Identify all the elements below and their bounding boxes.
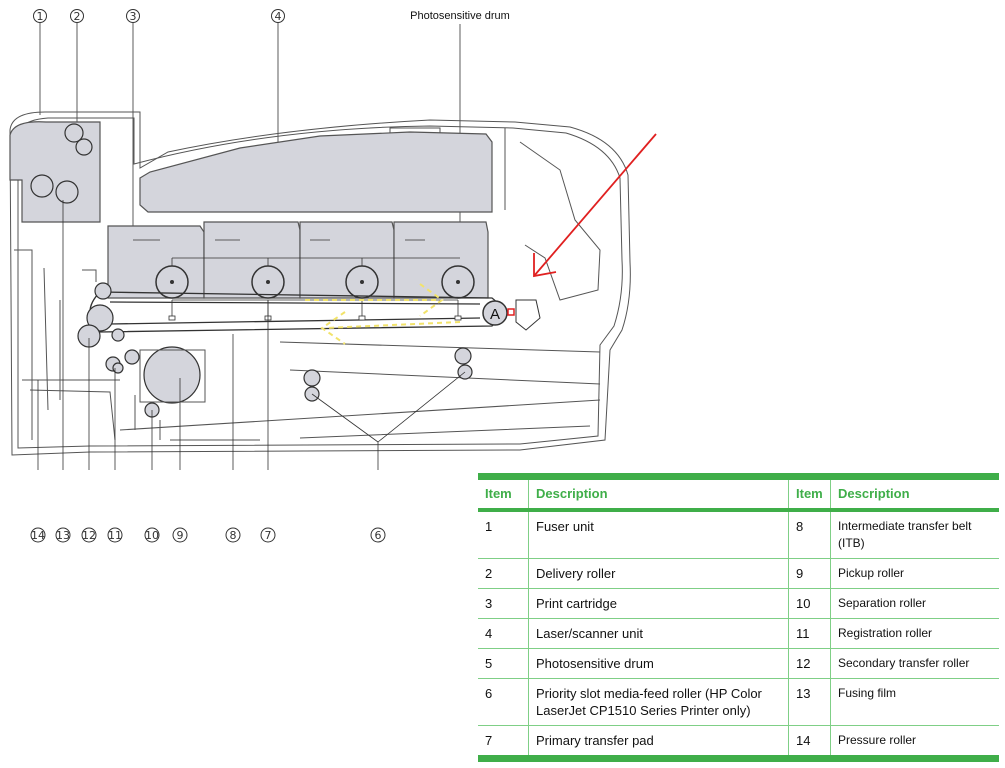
item-number: 13 <box>788 678 831 726</box>
callout-13-label: 13 <box>56 529 70 542</box>
callout-10: 10 <box>144 527 160 543</box>
header-item: Item <box>478 476 529 512</box>
item-number: 12 <box>788 648 831 679</box>
item-number: 4 <box>478 618 529 649</box>
callout-12-label: 12 <box>82 529 96 542</box>
callout-3-label: 3 <box>130 10 137 23</box>
print-cartridge-1 <box>107 225 205 299</box>
callout-4-label: 4 <box>275 10 282 23</box>
item-number: 3 <box>478 588 529 619</box>
item-number: 10 <box>788 588 831 619</box>
callout-7-label: 7 <box>265 529 272 542</box>
callout-13: 13 <box>55 527 71 543</box>
item-number: 6 <box>478 678 529 726</box>
item-number: 5 <box>478 648 529 679</box>
callout-9: 9 <box>172 527 188 543</box>
item-number: 2 <box>478 558 529 589</box>
pickup-roller <box>143 346 201 404</box>
callout-2: 2 <box>70 9 84 127</box>
pressure-roller <box>30 174 54 198</box>
table-row: 6 Priority slot media-feed roller (HP Co… <box>478 678 999 726</box>
item-number: 1 <box>478 509 529 559</box>
callout-7: 7 <box>260 527 276 543</box>
callout-1: 1 <box>33 9 47 115</box>
callout-8-label: 8 <box>230 529 237 542</box>
callout-1-label: 1 <box>37 10 44 23</box>
item-description: Laser/scanner unit <box>528 618 789 649</box>
table-row: 4 Laser/scanner unit 11 Registration rol… <box>478 618 999 649</box>
table-header-row: Item Description Item Description <box>478 476 999 512</box>
registration-roller-upper <box>124 349 140 365</box>
callout-11: 11 <box>107 527 123 543</box>
photosensitive-drums <box>155 257 475 299</box>
paper-path-rollers <box>77 282 201 418</box>
item-number: 7 <box>478 725 529 759</box>
callout-14: 14 <box>30 527 46 543</box>
laser-scanner-unit <box>139 131 493 213</box>
item-description: Priority slot media-feed roller (HP Colo… <box>528 678 789 726</box>
callout-6: 6 <box>370 527 386 543</box>
photosensitive-drum-label: Photosensitive drum <box>410 10 510 22</box>
upper-guide-roller <box>94 282 112 300</box>
item-description: Primary transfer pad <box>528 725 789 759</box>
registration-roller-lower <box>112 362 124 374</box>
delivery-roller <box>64 123 84 143</box>
table-row: 3 Print cartridge 10 Separation roller <box>478 588 999 619</box>
parts-legend-table: Item Description Item Description 1 Fuse… <box>478 473 999 762</box>
item-description: Fusing film <box>830 678 999 726</box>
item-description: Pickup roller <box>830 558 999 589</box>
item-number: 14 <box>788 725 831 759</box>
printer-body-outline <box>9 111 631 456</box>
item-description: Intermediate transfer belt (ITB) <box>830 509 999 559</box>
item-description: Fuser unit <box>528 509 789 559</box>
callout-14-label: 14 <box>31 529 45 542</box>
marker-a-highlight <box>507 308 515 316</box>
header-item-2: Item <box>788 476 831 512</box>
item-description: Registration roller <box>830 618 999 649</box>
transfer-roller-small <box>111 328 125 342</box>
item-description: Pressure roller <box>830 725 999 759</box>
fuser-unit <box>9 121 101 223</box>
table-row: 5 Photosensitive drum 12 Secondary trans… <box>478 648 999 679</box>
delivery-roller-secondary <box>75 138 93 156</box>
callout-10-label: 10 <box>145 529 159 542</box>
red-pointer-arrow <box>533 133 657 278</box>
priority-slot-media-feed-rollers <box>303 347 473 402</box>
item-number: 8 <box>788 509 831 559</box>
callout-3: 3 <box>126 9 140 240</box>
toner-flow-arrows <box>305 283 461 345</box>
table-row: 2 Delivery roller 9 Pickup roller <box>478 558 999 589</box>
item-description: Print cartridge <box>528 588 789 619</box>
callout-2-label: 2 <box>74 10 81 23</box>
transfer-roller-large <box>86 304 114 332</box>
table-row: 1 Fuser unit 8 Intermediate transfer bel… <box>478 509 999 559</box>
item-description: Delivery roller <box>528 558 789 589</box>
header-description: Description <box>528 476 789 512</box>
item-description: Photosensitive drum <box>528 648 789 679</box>
media-feed-roller-3 <box>454 347 472 365</box>
callout-9-label: 9 <box>177 529 184 542</box>
table-row: 7 Primary transfer pad 14 Pressure rolle… <box>478 725 999 759</box>
item-number: 11 <box>788 618 831 649</box>
media-feed-roller-1 <box>303 369 321 387</box>
callout-6-label: 6 <box>375 529 382 542</box>
marker-a: A <box>482 299 541 331</box>
marker-a-label: A <box>490 306 500 323</box>
callout-11-label: 11 <box>108 529 122 542</box>
bottom-callout-labels: 14 13 12 11 10 9 8 7 6 <box>30 527 386 543</box>
printer-cross-section-diagram: 1 2 3 4 Photosensitive drum <box>9 9 657 470</box>
item-number: 9 <box>788 558 831 589</box>
callout-8: 8 <box>225 527 241 543</box>
header-description-2: Description <box>830 476 999 512</box>
item-description: Secondary transfer roller <box>830 648 999 679</box>
fusing-film <box>55 180 79 204</box>
bottom-callouts <box>37 200 466 470</box>
callout-12: 12 <box>81 527 97 543</box>
item-description: Separation roller <box>830 588 999 619</box>
